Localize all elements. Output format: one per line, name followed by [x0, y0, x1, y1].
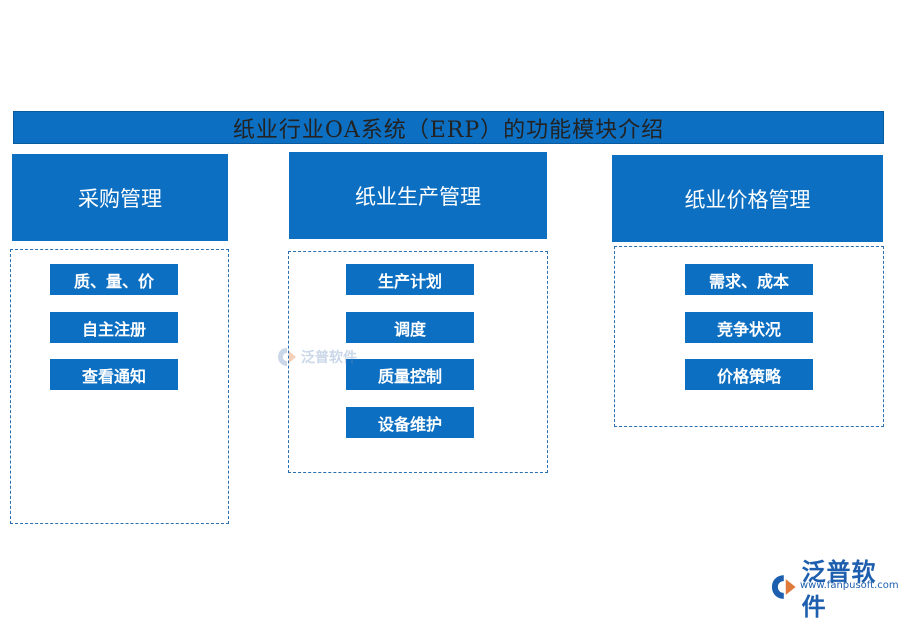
module-box-production [288, 251, 548, 473]
module-box-procurement [10, 249, 229, 524]
module-item: 生产计划 [346, 264, 474, 295]
module-header-label: 采购管理 [78, 186, 162, 211]
module-item: 自主注册 [50, 312, 178, 343]
watermark-logo-icon [278, 348, 296, 366]
module-item: 需求、成本 [685, 264, 813, 295]
module-item: 竞争状况 [685, 312, 813, 343]
watermark-text: 泛普软件 [301, 350, 357, 366]
diagram-title: 纸业行业OA系统（ERP）的功能模块介绍 [232, 117, 665, 143]
module-box-pricing [614, 246, 884, 427]
module-header-production: 纸业生产管理 [289, 152, 547, 239]
watermark: 泛普软件 [276, 346, 357, 368]
module-header-pricing: 纸业价格管理 [612, 155, 883, 242]
module-item: 查看通知 [50, 359, 178, 390]
brand-logo-icon [771, 575, 796, 599]
module-header-label: 纸业价格管理 [684, 187, 811, 212]
module-item: 调度 [346, 312, 474, 343]
module-header-procurement: 采购管理 [12, 154, 228, 241]
diagram-title-bar: 纸业行业OA系统（ERP）的功能模块介绍 [13, 111, 884, 144]
module-item: 质、量、价 [50, 264, 178, 295]
module-item: 设备维护 [346, 407, 474, 438]
module-item: 质量控制 [346, 359, 474, 390]
module-item: 价格策略 [685, 359, 813, 390]
brand-url: www.fanpusoft.com [800, 580, 899, 591]
module-header-label: 纸业生产管理 [355, 184, 481, 209]
